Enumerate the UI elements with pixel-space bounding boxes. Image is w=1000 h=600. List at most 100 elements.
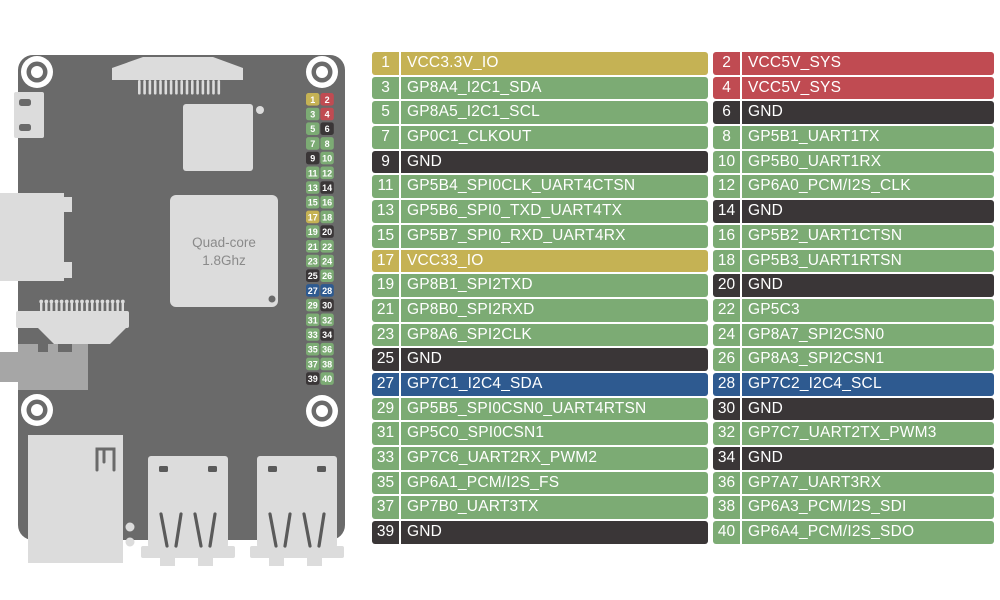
- mounting-hole: [306, 56, 338, 88]
- pin-label: GP5B6_SPI0_TXD_UART4TX: [407, 202, 623, 220]
- mini-pin-number: 15: [308, 198, 318, 208]
- ethernet-port: [28, 435, 123, 563]
- mini-pin-cell: [306, 225, 320, 238]
- pin-number: 3: [372, 76, 401, 100]
- mini-pin-cell: [306, 122, 320, 135]
- pin-number: 28: [713, 372, 742, 396]
- pin-label: VCC3.3V_IO: [407, 54, 499, 71]
- pin-number: 4: [713, 76, 742, 100]
- pin-number: 20: [713, 274, 742, 297]
- mini-pin-number: 17: [308, 212, 318, 222]
- pin-label: VCC5V_SYS: [748, 54, 842, 71]
- pin-label: GP6A0_PCM/I2S_CLK: [748, 177, 911, 195]
- pin-label: GP8A4_I2C1_SDA: [407, 78, 542, 96]
- pin-label: VCC5V_SYS: [748, 78, 842, 96]
- mini-pin-number: 2: [325, 95, 330, 105]
- mini-pin-cell: [306, 195, 320, 209]
- pin-number: 11: [372, 175, 401, 199]
- mini-pin-cell: [306, 181, 320, 194]
- pin-label: GP0C1_CLKOUT: [407, 128, 532, 146]
- pin-number: 31: [372, 422, 401, 445]
- pin-number: 33: [372, 447, 401, 470]
- board-dot: [125, 537, 135, 547]
- pin-number: 23: [372, 323, 401, 347]
- mini-pin-cell: [320, 240, 334, 253]
- mini-pin-number: 12: [322, 168, 332, 178]
- mini-pin-cell: [306, 107, 320, 121]
- pin-label: GP5B0_UART1RX: [748, 152, 882, 170]
- mini-pin-number: 5: [310, 124, 315, 134]
- pin-label: GP8A7_SPI2CSN0: [748, 325, 885, 343]
- mini-pin-number: 6: [325, 124, 330, 134]
- mounting-hole: [306, 395, 338, 427]
- pin-number: 30: [713, 397, 742, 421]
- pin-label: GP8B1_SPI2TXD: [407, 276, 533, 294]
- mini-pin-number: 26: [322, 271, 332, 281]
- pin-row: 33 GP7C6_UART2RX_PWM2: [372, 447, 708, 470]
- mini-pin-number: 3: [310, 110, 315, 120]
- mini-pin-number: 38: [322, 359, 332, 369]
- cpu-label-line2: 1.8Ghz: [202, 253, 246, 268]
- mini-pin-cell: [320, 284, 334, 297]
- mini-pin-number: 40: [322, 374, 332, 384]
- pin-number: 6: [713, 101, 742, 125]
- mini-pin-number: 30: [322, 301, 332, 311]
- mini-pin-cell: [320, 151, 334, 165]
- pin-number: 18: [713, 249, 742, 273]
- pin-row: 4 VCC5V_SYS: [713, 76, 994, 100]
- pin-label: GP7C2_I2C4_SCL: [748, 374, 882, 392]
- mini-pin-number: 24: [322, 257, 332, 267]
- pin-number: 12: [713, 175, 742, 199]
- mini-pin-number: 13: [308, 183, 318, 193]
- pin-label: GP7C6_UART2RX_PWM2: [407, 449, 598, 466]
- mini-pin-number: 31: [308, 315, 318, 325]
- mounting-hole: [21, 56, 53, 88]
- usb-port: [250, 456, 344, 566]
- cpu-chip: Quad-core 1.8Ghz: [170, 195, 278, 307]
- pin-row: 24 GP8A7_SPI2CSN0: [713, 323, 994, 347]
- mini-pin-number: 19: [308, 227, 318, 237]
- pin-number: 7: [372, 126, 401, 149]
- mini-pin-cell: [306, 298, 320, 312]
- mini-pin-cell: [320, 298, 334, 312]
- pin-row: 28 GP7C2_I2C4_SCL: [713, 372, 994, 396]
- pin-row: 3 GP8A4_I2C1_SDA: [372, 76, 708, 100]
- pin-number: 14: [713, 200, 742, 223]
- mini-pin-number: 34: [322, 330, 332, 340]
- pin-label: GND: [407, 152, 443, 170]
- pin-number: 24: [713, 323, 742, 347]
- mini-pin-cell: [320, 137, 334, 150]
- board-dot: [125, 522, 135, 532]
- pin-number: 29: [372, 397, 401, 421]
- mini-pin-number: 8: [325, 139, 330, 149]
- mini-pin-number: 23: [308, 257, 318, 267]
- pin-label: GP5B7_SPI0_RXD_UART4RX: [407, 226, 626, 244]
- mini-pin-cell: [320, 254, 334, 268]
- top-ribbon-connector: [112, 57, 243, 95]
- mini-pin-cell: [306, 93, 320, 106]
- mini-pin-number: 9: [310, 154, 315, 164]
- pin-number: 21: [372, 298, 401, 322]
- mini-pin-cell: [320, 122, 334, 135]
- pin-number: 9: [372, 150, 401, 174]
- pin-number: 19: [372, 274, 401, 297]
- pin-label: GP6A3_PCM/I2S_SDI: [748, 498, 907, 516]
